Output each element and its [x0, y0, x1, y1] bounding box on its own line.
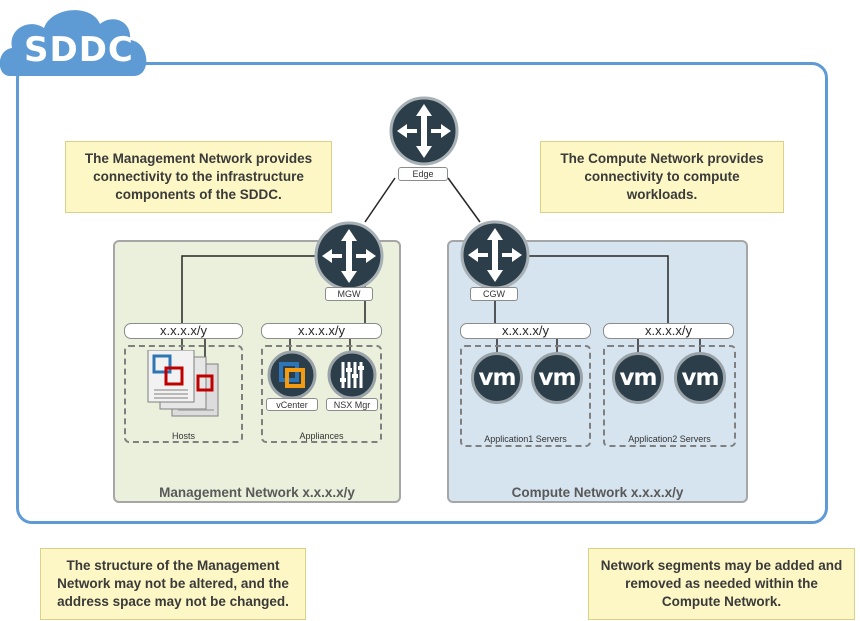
vcenter-icon [267, 350, 317, 400]
mgw-tag: MGW [325, 287, 373, 301]
segment-app2: x.x.x.x/y [603, 323, 734, 339]
cgw-router-icon [460, 220, 530, 290]
vm-icon: vm [531, 352, 583, 404]
app2-label: Application2 Servers [628, 434, 711, 444]
compute-network-note: The Compute Network provides connectivit… [540, 141, 784, 213]
management-network-label: Management Network x.x.x.x/y [159, 485, 355, 500]
appliances-group [261, 345, 382, 443]
hosts-label: Hosts [171, 431, 195, 441]
segment-hosts: x.x.x.x/y [124, 323, 243, 339]
segment-app1: x.x.x.x/y [460, 323, 591, 339]
hosts-icon [147, 350, 219, 417]
app1-label: Application1 Servers [484, 434, 567, 444]
network-segments-note: Network segments may be added and remove… [588, 548, 855, 620]
nsx-manager-tag: NSX Mgr [326, 398, 378, 411]
app2-group [603, 345, 736, 447]
app1-group [460, 345, 591, 447]
edge-router-icon [389, 96, 459, 166]
mgw-router-icon [314, 221, 384, 291]
vm-icon: vm [612, 352, 664, 404]
vm-icon: vm [471, 352, 523, 404]
nsx-manager-icon [327, 350, 377, 400]
segment-appliances: x.x.x.x/y [261, 323, 382, 339]
compute-network-label: Compute Network x.x.x.x/y [511, 485, 684, 500]
sddc-cloud-icon [0, 10, 147, 76]
vcenter-tag: vCenter [266, 398, 318, 411]
management-network-note: The Management Network provides connecti… [65, 141, 332, 213]
vm-icon: vm [674, 352, 726, 404]
management-structure-note: The structure of the Management Network … [40, 548, 306, 620]
edge-tag: Edge [398, 167, 448, 181]
cgw-tag: CGW [470, 287, 518, 301]
sddc-frame [16, 62, 828, 524]
appliances-label: Appliances [299, 431, 344, 441]
hosts-group [124, 345, 243, 443]
